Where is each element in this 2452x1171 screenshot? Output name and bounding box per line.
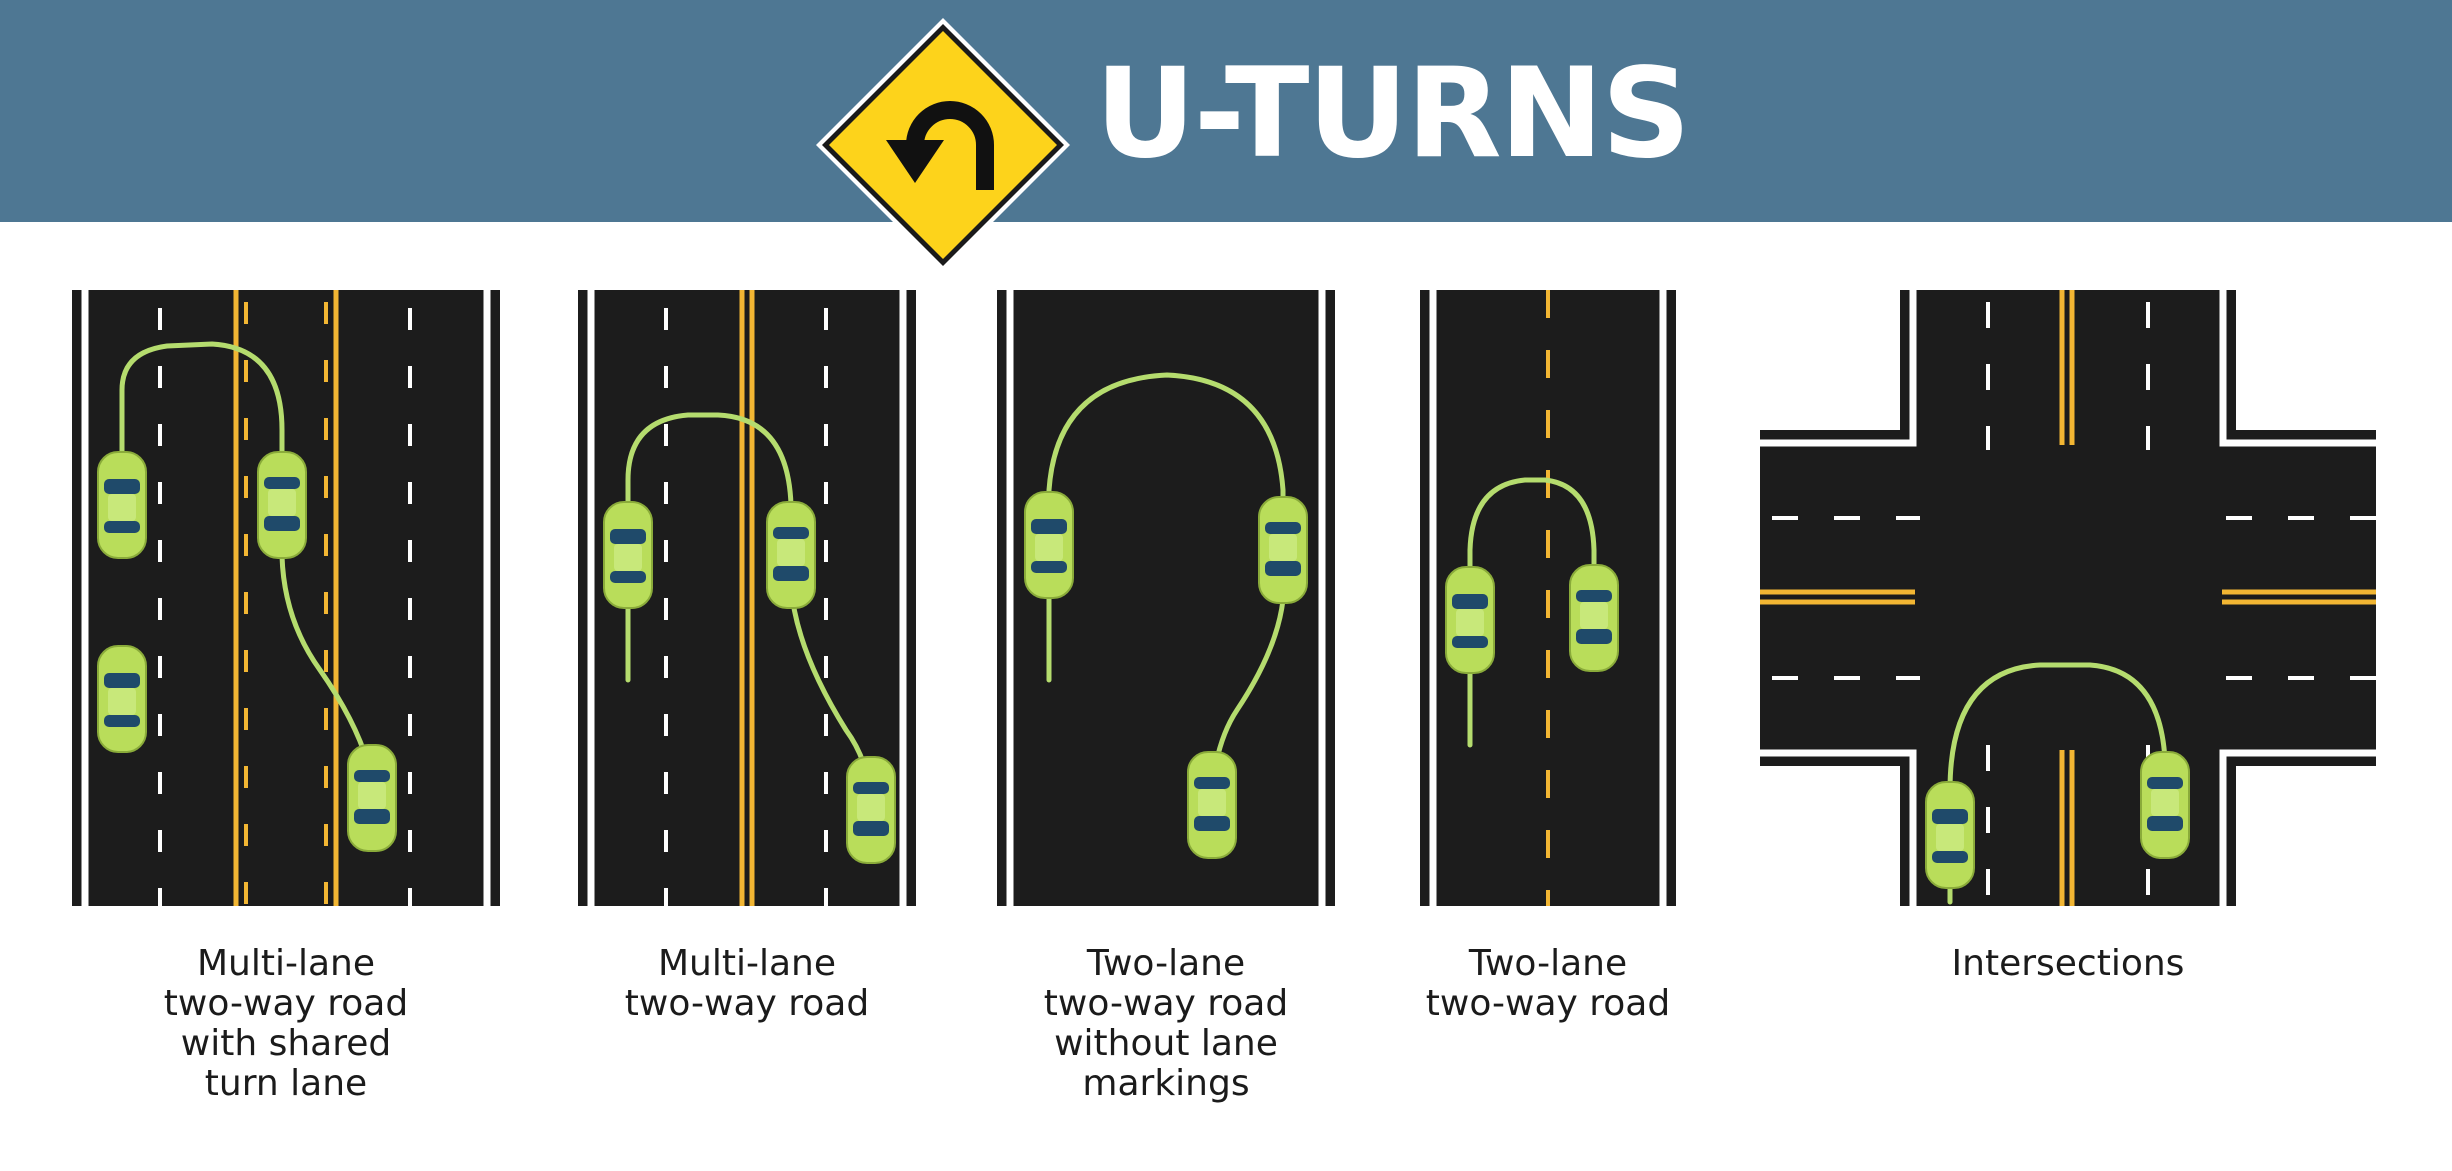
car-icon <box>1024 491 1074 599</box>
car-icon <box>846 756 896 864</box>
road-surface <box>1760 430 2376 766</box>
road-edge-line <box>2219 290 2376 447</box>
car-icon <box>1187 751 1237 859</box>
caption-line: with shared <box>180 1023 392 1064</box>
caption-line: markings <box>1082 1063 1250 1104</box>
road-edge-line <box>1760 290 1917 447</box>
road-panel-no-markings <box>997 290 1335 906</box>
caption-line: turn lane <box>204 1063 368 1104</box>
u-turn-warning-sign-icon <box>816 18 1070 272</box>
header-banner <box>0 0 2452 222</box>
page-title: U-TURNS <box>1095 42 1691 186</box>
car-icon <box>603 501 653 609</box>
caption-multi-lane: Multi-lane two-way road <box>547 944 947 1024</box>
road-panel-two-lane <box>1420 290 1676 906</box>
road-edge-line <box>1760 749 1917 906</box>
caption-line: Intersections <box>1951 943 2185 984</box>
car-icon <box>97 451 147 559</box>
car-icon <box>1445 566 1495 674</box>
caption-line: Two-lane <box>1086 943 1246 984</box>
caption-line: two-way road <box>163 983 409 1024</box>
caption-no-markings: Two-lane two-way road without lane marki… <box>966 944 1366 1104</box>
road-panel-multi-lane <box>578 290 916 906</box>
u-turn-path <box>1467 477 1597 748</box>
road-edge-line <box>2219 749 2376 906</box>
caption-line: two-way road <box>1425 983 1671 1024</box>
car-icon <box>347 744 397 852</box>
caption-line: without lane <box>1054 1023 1278 1064</box>
road-panel-shared-turn-lane <box>72 290 500 906</box>
car-icon <box>766 501 816 609</box>
car-icon <box>1569 564 1619 672</box>
car-icon <box>2140 751 2190 859</box>
road-panel-intersection <box>1760 290 2376 906</box>
u-turn-path <box>1046 372 1286 793</box>
car-icon <box>1925 781 1975 889</box>
caption-line: two-way road <box>1043 983 1289 1024</box>
car-icon <box>257 451 307 559</box>
caption-line: Multi-lane <box>657 943 836 984</box>
caption-line: two-way road <box>624 983 870 1024</box>
car-icon <box>1258 496 1308 604</box>
car-icon <box>97 645 147 753</box>
u-turn-path <box>1947 662 2168 905</box>
caption-intersection: Intersections <box>1868 944 2268 984</box>
caption-line: Multi-lane <box>196 943 375 984</box>
caption-shared-turn-lane: Multi-lane two-way road with shared turn… <box>86 944 486 1104</box>
caption-two-lane: Two-lane two-way road <box>1348 944 1748 1024</box>
caption-line: Two-lane <box>1468 943 1628 984</box>
